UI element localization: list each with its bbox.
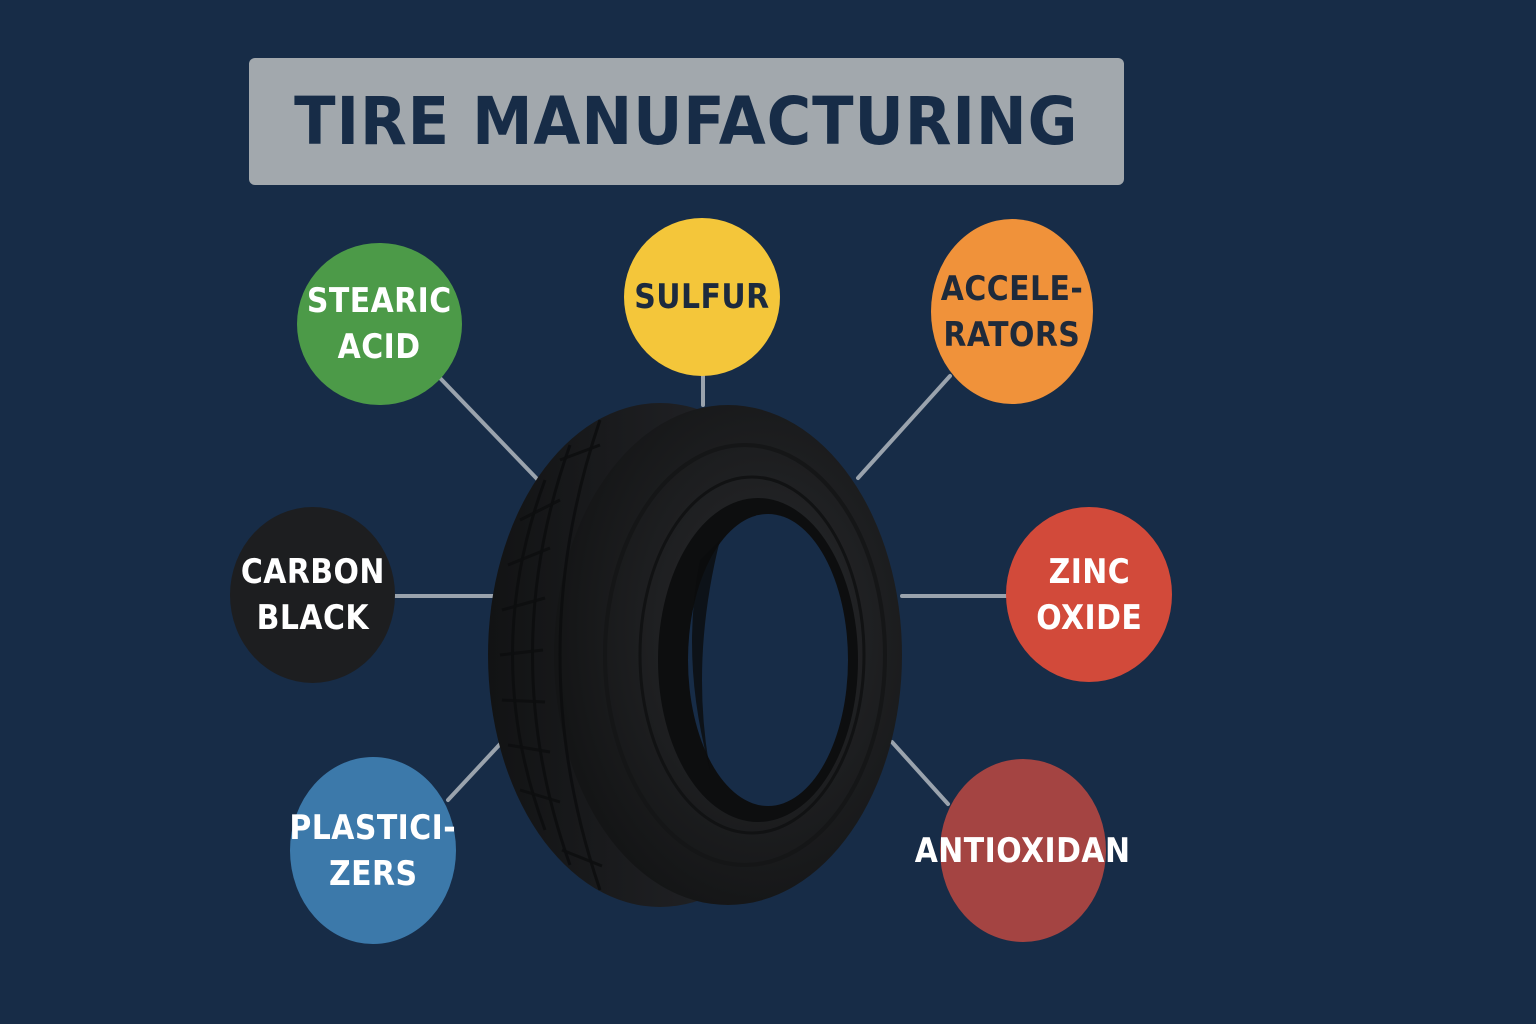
- node-sulfur: SULFUR: [624, 218, 780, 376]
- node-label-line: PLASTICI-: [289, 807, 457, 848]
- node-label-line: ZERS: [328, 853, 418, 894]
- node-zinc-oxide: ZINC OXIDE: [1006, 507, 1172, 682]
- node-label-line: ACID: [338, 327, 421, 367]
- node-antioxidan: ANTIOXIDAN: [915, 759, 1130, 942]
- node-stearic-acid: STEARIC ACID: [297, 243, 462, 405]
- node-label-line: ANTIOXIDAN: [915, 830, 1131, 871]
- node-label-line: BLACK: [256, 598, 369, 638]
- node-label-line: ZINC: [1048, 551, 1130, 592]
- node-accelerators: ACCELE- RATORS: [931, 219, 1093, 404]
- node-carbon-black: CARBON BLACK: [230, 507, 395, 683]
- node-label-line: RATORS: [943, 314, 1081, 355]
- node-label-line: SULFUR: [634, 277, 770, 317]
- node-plasticizers: PLASTICI- ZERS: [290, 757, 456, 944]
- tire-icon: [488, 403, 902, 907]
- node-label-line: STEARIC: [307, 281, 452, 321]
- connector-accelerators: [856, 374, 952, 480]
- connector-antioxidan: [890, 740, 950, 806]
- node-label-line: ACCELE-: [940, 268, 1084, 309]
- page-title: TIRE MANUFACTURING: [294, 83, 1079, 160]
- node-label-line: CARBON: [240, 552, 385, 592]
- title-banner: TIRE MANUFACTURING: [249, 58, 1124, 185]
- connector-stearic: [438, 376, 542, 484]
- node-label-line: OXIDE: [1035, 597, 1143, 638]
- connector-plasticizers: [446, 740, 504, 802]
